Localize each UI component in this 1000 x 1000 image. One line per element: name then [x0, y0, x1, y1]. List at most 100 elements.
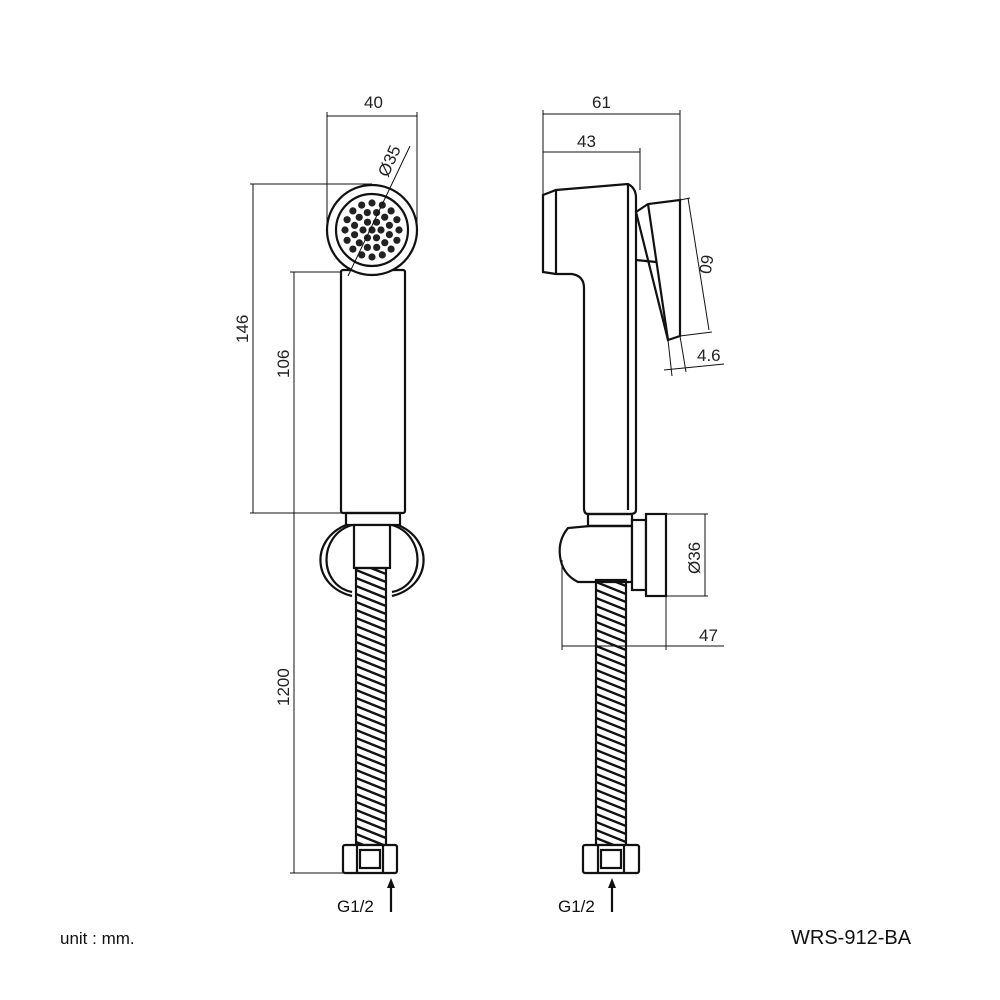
dim-side-head-height: 60 [679, 197, 717, 337]
svg-text:1200: 1200 [274, 668, 293, 706]
nozzle-hole [393, 236, 401, 244]
nozzle-hole [377, 226, 385, 234]
hose-winding [356, 744, 386, 760]
nozzle-hole [381, 213, 389, 221]
nozzle-hole [385, 231, 393, 239]
unit-note: unit : mm. [60, 929, 135, 948]
front-handle-body [339, 268, 407, 515]
front-view: G1/2 40 Ø35 146 106 [233, 93, 425, 916]
hose-winding [596, 772, 626, 788]
nozzle-hole [368, 199, 376, 207]
nozzle-hole [395, 226, 403, 234]
svg-text:146: 146 [233, 315, 252, 343]
hose-winding [596, 732, 626, 748]
hose-winding [596, 636, 626, 652]
hose-winding [356, 632, 386, 648]
side-hose [594, 578, 628, 847]
hose-winding [356, 784, 386, 800]
svg-text:43: 43 [577, 132, 596, 151]
svg-text:47: 47 [699, 626, 718, 645]
side-view: G1/2 61 43 60 4.6 [541, 93, 725, 916]
hose-winding [356, 600, 386, 616]
svg-text:Ø35: Ø35 [374, 143, 404, 180]
dim-side-holder-depth: 47 [561, 560, 724, 650]
hose-winding [356, 720, 386, 736]
svg-text:40: 40 [364, 93, 383, 112]
front-spray-face [334, 192, 410, 268]
hose-winding [596, 652, 626, 668]
nozzle-hole [343, 236, 351, 244]
hose-winding [596, 716, 626, 732]
front-thread-label: G1/2 [337, 897, 374, 916]
nozzle-hole [359, 226, 367, 234]
hose-winding [356, 624, 386, 640]
side-hex-nut [581, 843, 641, 875]
hose-winding [356, 768, 386, 784]
nozzle-hole [341, 226, 349, 234]
nozzle-hole [368, 226, 376, 234]
hose-winding [356, 688, 386, 704]
svg-text:Ø36: Ø36 [685, 542, 704, 574]
dim-front-total-height: 146 [233, 183, 372, 514]
nozzle-hole [363, 209, 371, 217]
nozzle-hole [381, 239, 389, 247]
side-inlet-arrow [608, 878, 616, 912]
hose-winding [596, 588, 626, 604]
nozzle-hole [351, 221, 359, 229]
hose-winding [596, 756, 626, 772]
nozzle-hole [373, 243, 381, 251]
hose-winding [596, 676, 626, 692]
hose-winding [356, 672, 386, 688]
nozzle-hole [355, 239, 363, 247]
nozzle-hole [343, 216, 351, 224]
hose-winding [356, 800, 386, 816]
hose-winding [596, 780, 626, 796]
nozzle-hole [378, 251, 386, 259]
hose-winding [356, 680, 386, 696]
hose-winding [596, 740, 626, 756]
side-thread-label: G1/2 [558, 897, 595, 916]
nozzle-hole [358, 251, 366, 259]
nozzle-hole [358, 201, 366, 209]
hose-winding [596, 660, 626, 676]
svg-text:4.6: 4.6 [697, 346, 721, 365]
side-spray-head [634, 198, 682, 342]
hose-winding [596, 828, 626, 844]
nozzle-hole [387, 245, 395, 253]
hose-winding [596, 748, 626, 764]
hose-winding [367, 568, 386, 576]
dim-side-holder-diameter: Ø36 [666, 513, 708, 597]
nozzle-hole [363, 243, 371, 251]
hose-winding [596, 820, 626, 836]
nozzle-hole [368, 253, 376, 261]
nozzle-hole [387, 207, 395, 215]
hose-winding [596, 628, 626, 644]
nozzle-hole [349, 245, 357, 253]
hose-winding [356, 592, 386, 608]
hose-winding [596, 788, 626, 804]
svg-text:106: 106 [274, 350, 293, 378]
dim-front-hose-length: 1200 [274, 513, 343, 874]
nozzle-hole [355, 213, 363, 221]
nozzle-hole [385, 221, 393, 229]
hose-winding [356, 696, 386, 712]
svg-text:61: 61 [592, 93, 611, 112]
dim-side-head-offset: 4.6 [663, 335, 725, 377]
hose-winding [596, 796, 626, 812]
hose-winding [356, 792, 386, 808]
hose-winding [356, 568, 386, 584]
front-hex-nut [341, 843, 399, 875]
hose-winding [356, 808, 386, 824]
hose-winding [596, 692, 626, 708]
hose-winding [356, 664, 386, 680]
hose-winding [596, 764, 626, 780]
hose-winding [356, 608, 386, 624]
nozzle-hole [393, 216, 401, 224]
hose-winding [356, 656, 386, 672]
hose-winding [356, 824, 386, 840]
side-holder [558, 512, 668, 598]
hose-winding [356, 760, 386, 776]
hose-winding [596, 644, 626, 660]
hose-winding [356, 776, 386, 792]
